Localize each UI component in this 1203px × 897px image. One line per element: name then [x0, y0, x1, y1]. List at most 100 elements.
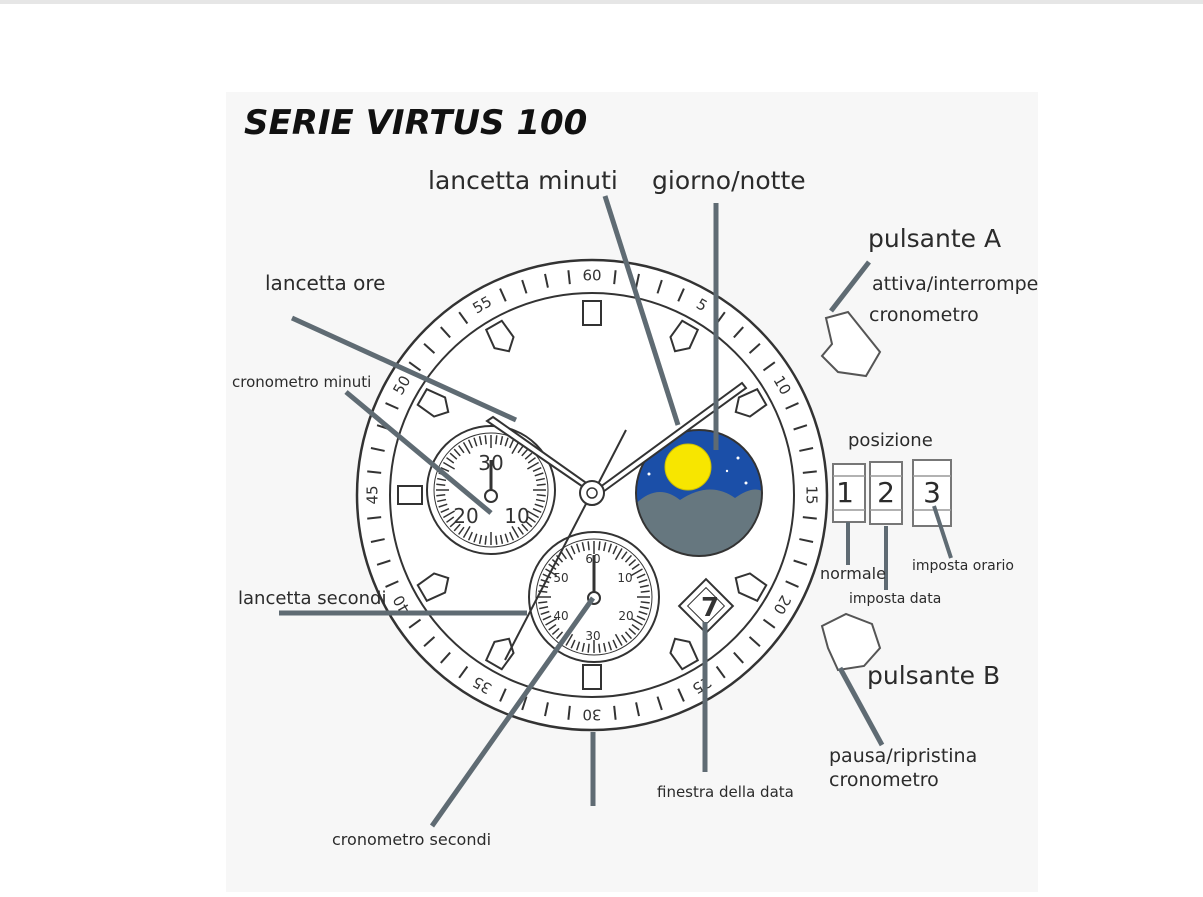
bezel-number: 15: [803, 485, 821, 504]
label-second-hand: lancetta secondi: [238, 588, 386, 609]
subdial-seconds-number: 40: [553, 609, 568, 623]
subdial-tick: [446, 457, 455, 464]
subdial-tick: [614, 548, 623, 561]
subdial-tick: [458, 445, 465, 454]
subdial-tick: [453, 448, 461, 457]
subdial-tick: [560, 551, 567, 560]
star-icon: [725, 469, 729, 473]
subdial-tick: [630, 617, 643, 626]
bezel-number: 45: [364, 485, 382, 504]
subdial-tick: [436, 483, 446, 486]
subdial-tick: [536, 494, 546, 497]
label-hour-hand: lancetta ore: [265, 271, 385, 295]
subdial-tick: [565, 633, 574, 646]
subdial-tick: [612, 545, 618, 555]
bezel-tick: [748, 636, 761, 647]
subdial-tick: [478, 436, 483, 446]
subdial-minutes-pivot: [484, 489, 498, 503]
subdial-tick: [575, 641, 581, 651]
day-night-rim: [635, 429, 763, 557]
subdial-tick: [621, 551, 628, 560]
subdial-seconds-ticks: [538, 541, 650, 653]
bezel-tick: [802, 516, 817, 520]
second-hand: [595, 429, 627, 489]
subdial-tick: [540, 610, 550, 616]
bezel-tick: [499, 288, 507, 302]
hour-marker-index: [484, 637, 515, 671]
top-divider: [0, 0, 1203, 4]
bezel-tick: [799, 538, 814, 543]
bezel-number: 60: [582, 267, 601, 285]
bezel-tick: [613, 705, 617, 720]
subdial-tick: [509, 439, 515, 449]
subdial-tick: [542, 615, 552, 621]
subdial-tick: [458, 526, 465, 535]
subdial-tick: [527, 457, 536, 464]
subdial-tick: [517, 526, 524, 535]
bezel-tick: [656, 696, 663, 711]
bezel-tick: [458, 665, 469, 679]
bezel-tick: [635, 702, 640, 717]
label-button-b-desc-1: pausa/ripristina: [829, 745, 977, 767]
bezel-tick: [408, 618, 422, 629]
subdial-tick: [521, 448, 529, 457]
subdial-seconds-number: 10: [617, 571, 632, 585]
date-window: [677, 577, 735, 635]
subdial-tick: [442, 461, 456, 470]
bezel-tick: [656, 279, 663, 294]
subdial-tick: [638, 610, 648, 616]
label-button-a-desc-1: attiva/interrompe: [872, 273, 1038, 295]
bezel-tick: [423, 343, 436, 354]
crown-position-3: 3: [923, 476, 941, 509]
leader-button-a: [829, 260, 871, 313]
subdial-tick: [621, 634, 628, 643]
subdial-tick: [473, 533, 478, 543]
bezel-tick: [567, 705, 571, 720]
subdial-tick: [636, 573, 646, 579]
subdial-tick: [538, 601, 548, 604]
subdial-tick: [536, 483, 546, 486]
leader-chrono-minutes: [344, 390, 493, 515]
label-date-window: finestra della data: [657, 783, 794, 801]
subdial-tick: [526, 461, 540, 470]
hour-marker-index: [416, 387, 450, 418]
subdial-tick: [640, 590, 650, 593]
subdial-tick: [581, 642, 585, 652]
bezel-tick: [785, 580, 799, 588]
leader-chrono-seconds: [429, 596, 596, 828]
bezel-ticks: [367, 270, 817, 720]
pusher-b: [820, 612, 882, 672]
subdial-tick: [467, 531, 473, 541]
subdial-tick: [614, 633, 623, 646]
leader-minute-hand: [602, 195, 681, 426]
subdial-tick: [640, 601, 650, 604]
bezel-number: 30: [582, 706, 601, 724]
subdial-tick: [612, 639, 618, 649]
subdial-tick: [438, 503, 448, 508]
subdial-tick: [499, 534, 504, 544]
label-position: posizione: [848, 430, 933, 451]
subdial-tick: [521, 523, 529, 532]
subdial-tick: [607, 641, 613, 651]
subdial-tick: [449, 520, 458, 528]
bezel-tick: [748, 343, 761, 354]
subdial-tick: [598, 643, 601, 653]
subdial-tick: [534, 503, 544, 508]
subdial-minutes-ticks: [436, 435, 546, 545]
subdial-tick: [570, 545, 576, 555]
bezel-tick: [793, 559, 808, 566]
subdial-tick: [555, 631, 564, 640]
subdial-tick: [603, 642, 607, 652]
subdial-tick: [511, 525, 520, 539]
subdial-tick: [504, 533, 509, 543]
subdial-tick: [478, 534, 483, 544]
subdial-tick: [495, 435, 498, 445]
subdial-tick: [555, 554, 564, 563]
label-day-night: giorno/notte: [652, 166, 806, 195]
subdial-tick: [449, 452, 458, 460]
label-chrono-seconds: cronometro secondi: [332, 830, 491, 849]
subdial-tick: [446, 516, 455, 523]
label-minute-hand: lancetta minuti: [428, 166, 618, 195]
subdial-seconds-ring: [535, 538, 653, 656]
bezel-tick: [762, 361, 776, 372]
